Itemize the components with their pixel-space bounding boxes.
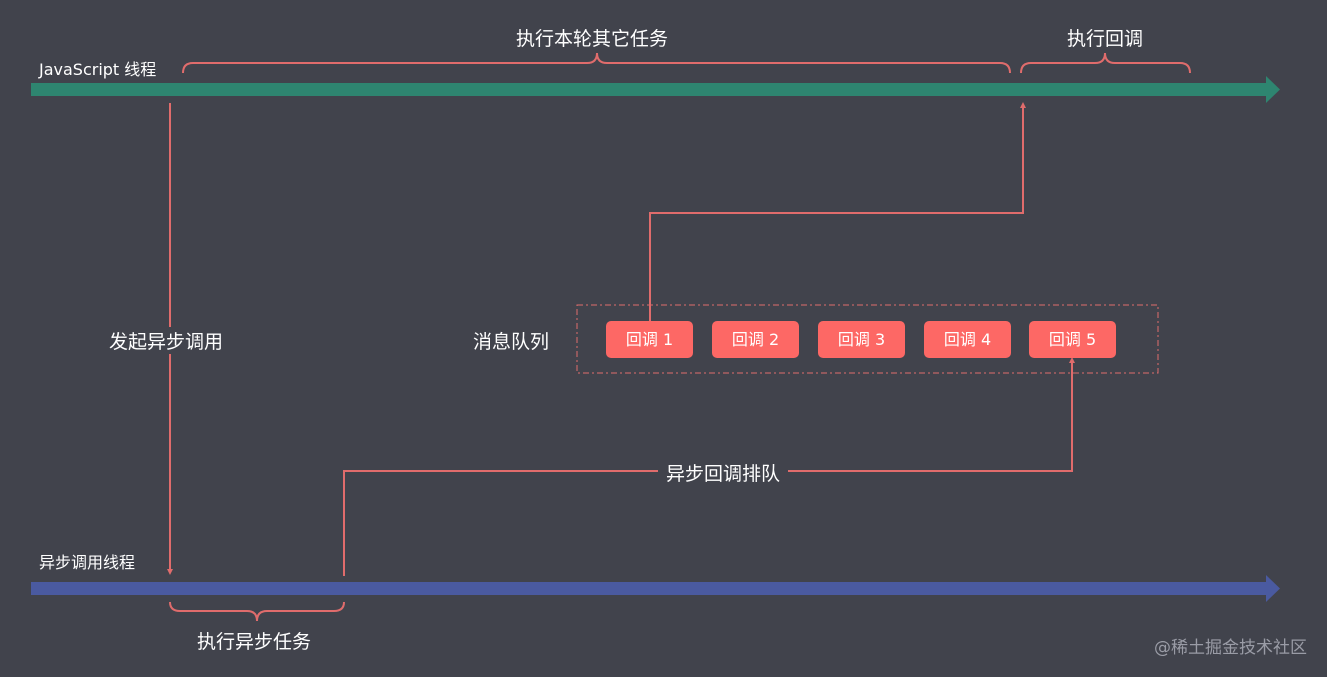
arrowhead-up-js [1020,102,1026,108]
message-queue-border [576,304,1159,374]
js-thread-label: JavaScript 线程 [39,60,157,79]
exec-async-task-label: 执行异步任务 [197,631,312,653]
brace-other-tasks [182,52,1011,74]
js-thread-arrow [31,76,1280,103]
queue-item-callback-2: 回调 2 [712,321,799,358]
brace-async-task [169,601,345,622]
async-thread-arrow [31,575,1280,602]
watermark: @稀土掘金技术社区 [1154,638,1307,658]
queue-item-callback-5: 回调 5 [1029,321,1116,358]
dequeue-line [649,107,1024,321]
queue-item-callback-4: 回调 4 [924,321,1011,358]
start-async-label: 发起异步调用 [101,327,232,354]
arrowhead-up-queue [1069,357,1075,363]
enqueue-callback-label: 异步回调排队 [658,459,789,486]
message-queue-label: 消息队列 [473,331,550,353]
brace-exec-callback [1020,52,1191,74]
queue-item-callback-1: 回调 1 [606,321,693,358]
exec-callback-label: 执行回调 [1067,28,1144,50]
async-thread-label: 异步调用线程 [39,553,136,572]
queue-item-callback-3: 回调 3 [818,321,905,358]
other-tasks-label: 执行本轮其它任务 [516,28,669,50]
arrowhead-down [167,569,173,575]
